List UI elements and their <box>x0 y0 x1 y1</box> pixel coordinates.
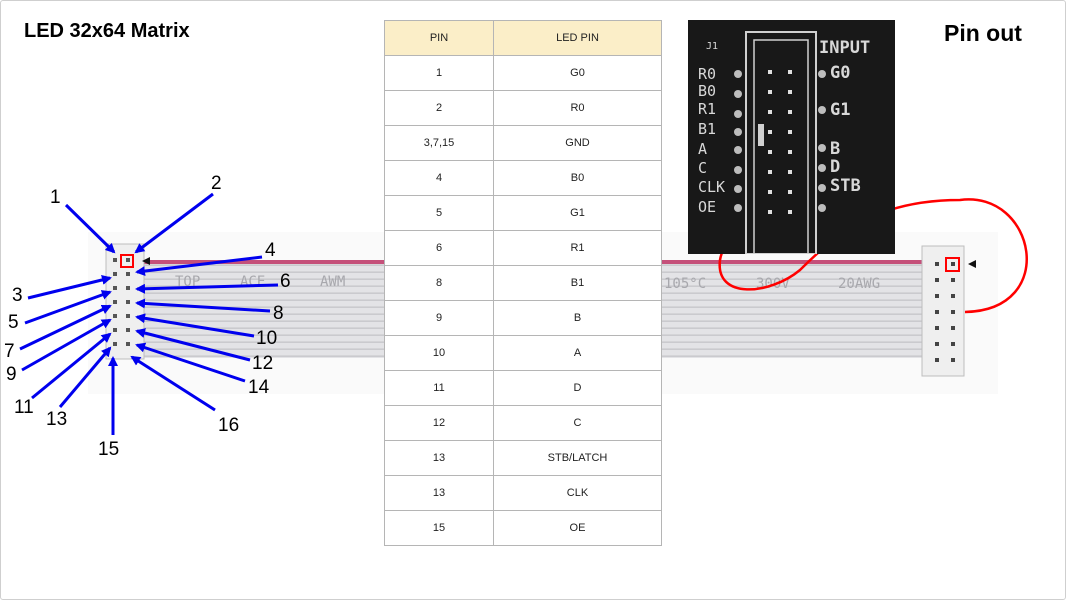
cell-led-pin: GND <box>493 125 662 161</box>
pin-number-4: 4 <box>265 240 276 261</box>
right-connector-pins <box>935 262 955 362</box>
pin-number-6: 6 <box>280 271 291 292</box>
pin-number-7: 7 <box>4 341 15 362</box>
board-label-a: A <box>698 140 708 158</box>
col-header-led-pin: LED PIN <box>493 20 662 56</box>
pin-number-10: 10 <box>256 328 278 349</box>
pin-number-13: 13 <box>46 409 68 430</box>
board-label-r1: R1 <box>698 100 717 118</box>
cable-print-awm: AWM <box>320 274 345 290</box>
cell-pin: 6 <box>384 230 494 266</box>
cable-print-ace: ACE <box>240 274 265 290</box>
cell-led-pin: CLK <box>493 475 662 511</box>
cell-led-pin: B <box>493 300 662 336</box>
left-connector <box>105 243 145 360</box>
board-label-b1: B1 <box>698 120 717 138</box>
cell-led-pin: STB/LATCH <box>493 440 662 476</box>
cell-pin: 5 <box>384 195 494 231</box>
cell-led-pin: B0 <box>493 160 662 196</box>
board-label-c: C <box>698 159 708 177</box>
cell-led-pin: G0 <box>493 55 662 91</box>
board-label-r0: R0 <box>698 65 717 83</box>
cell-pin: 3,7,15 <box>384 125 494 161</box>
cell-pin: 9 <box>384 300 494 336</box>
cell-pin: 13 <box>384 475 494 511</box>
matrix-title: LED 32x64 Matrix <box>24 20 190 42</box>
board-label-stb: STB <box>830 176 861 196</box>
board-label-oe: OE <box>698 198 717 216</box>
left-connector-pins <box>113 258 130 346</box>
pin-number-16: 16 <box>218 415 240 436</box>
cell-led-pin: OE <box>493 510 662 546</box>
cell-pin: 11 <box>384 370 494 406</box>
cell-pin: 13 <box>384 440 494 476</box>
right-pin1-marker <box>968 260 976 268</box>
col-header-pin: PIN <box>384 20 494 56</box>
cell-pin: 8 <box>384 265 494 301</box>
pin-number-14: 14 <box>248 377 270 398</box>
left-pin1-highlight <box>120 254 134 268</box>
pin-number-11: 11 <box>14 397 34 418</box>
cell-led-pin: C <box>493 405 662 441</box>
right-connector <box>921 245 965 377</box>
board-label-g0: G0 <box>830 63 851 83</box>
board-label-b0: B0 <box>698 82 717 100</box>
cell-pin: 15 <box>384 510 494 546</box>
cable-print-temp: 105°C <box>664 276 706 292</box>
left-pin1-marker <box>142 257 150 265</box>
pcb-board: J1 INPUT R0 B0 R1 B1 A C CLK OE G0 G1 B … <box>688 20 895 254</box>
cell-led-pin: D <box>493 370 662 406</box>
board-label-g1: G1 <box>830 100 851 120</box>
pcb-header-graphic <box>734 31 826 254</box>
cell-pin: 1 <box>384 55 494 91</box>
board-label-clk: CLK <box>698 178 726 196</box>
pin-number-8: 8 <box>273 303 284 324</box>
board-input-label: INPUT <box>819 38 871 58</box>
pin-number-3: 3 <box>12 285 23 306</box>
cell-pin: 2 <box>384 90 494 126</box>
pinout-title: Pin out <box>944 20 1022 46</box>
right-pin1-highlight <box>945 257 960 272</box>
pin-number-2: 2 <box>211 173 222 194</box>
cell-led-pin: R1 <box>493 230 662 266</box>
cable-print-gauge: 20AWG <box>838 276 880 292</box>
pin-number-15: 15 <box>98 439 120 460</box>
pin-number-9: 9 <box>6 364 17 385</box>
cell-led-pin: A <box>493 335 662 371</box>
pin-arrows <box>19 192 279 435</box>
cell-pin: 4 <box>384 160 494 196</box>
cell-led-pin: R0 <box>493 90 662 126</box>
board-label-d: D <box>830 157 841 177</box>
cell-pin: 10 <box>384 335 494 371</box>
pin-number-12: 12 <box>252 353 274 374</box>
table-header-row: PIN LED PIN <box>384 20 662 56</box>
board-label-b: B <box>830 139 841 159</box>
cell-led-pin: B1 <box>493 265 662 301</box>
cell-led-pin: G1 <box>493 195 662 231</box>
board-ref-label: J1 <box>706 41 719 52</box>
pin-number-1: 1 <box>50 187 61 208</box>
cell-pin: 12 <box>384 405 494 441</box>
pin-number-5: 5 <box>8 312 19 333</box>
